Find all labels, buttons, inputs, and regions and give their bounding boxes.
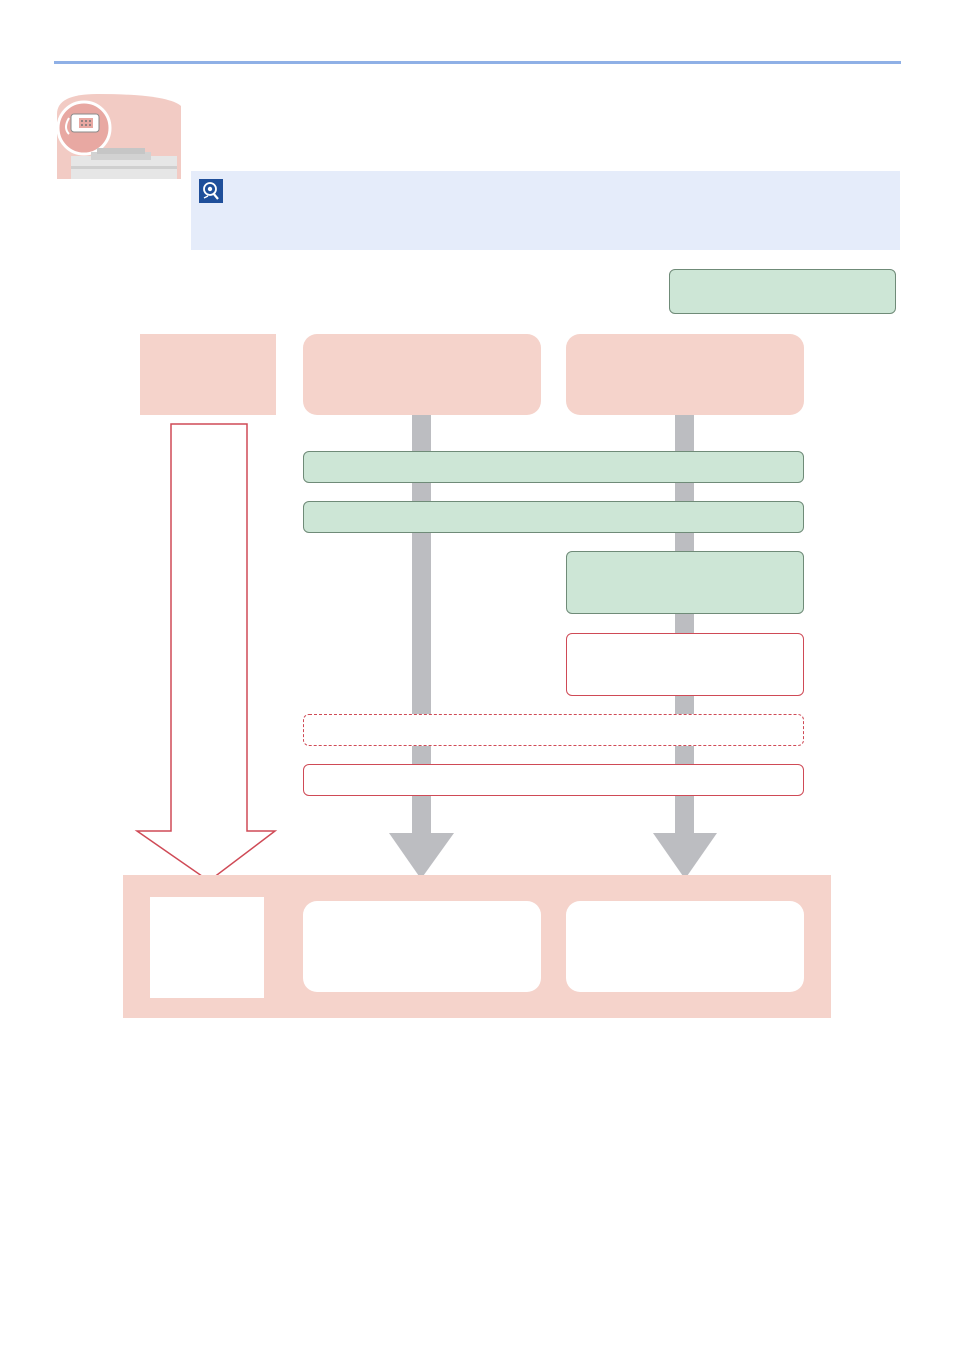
shared-step-2 (303, 501, 804, 533)
optional-step (303, 714, 804, 746)
right-step-red (566, 633, 804, 696)
note-tip-icon (199, 179, 223, 203)
legend-box (669, 269, 896, 314)
start-right-box (566, 334, 804, 415)
start-center-box (303, 334, 541, 415)
start-left-box (140, 334, 276, 415)
center-flow-arrowhead (389, 833, 454, 879)
left-flow-arrow (134, 423, 278, 882)
header-rule (54, 61, 901, 64)
end-right-box (566, 901, 804, 992)
fax-machine-icon (57, 94, 181, 179)
end-center-box (303, 901, 541, 992)
shared-step-1 (303, 451, 804, 483)
right-flow-arrowhead (653, 833, 717, 879)
end-left-box (150, 897, 264, 998)
required-step (303, 764, 804, 796)
right-step-green (566, 551, 804, 614)
note-panel (191, 171, 900, 250)
